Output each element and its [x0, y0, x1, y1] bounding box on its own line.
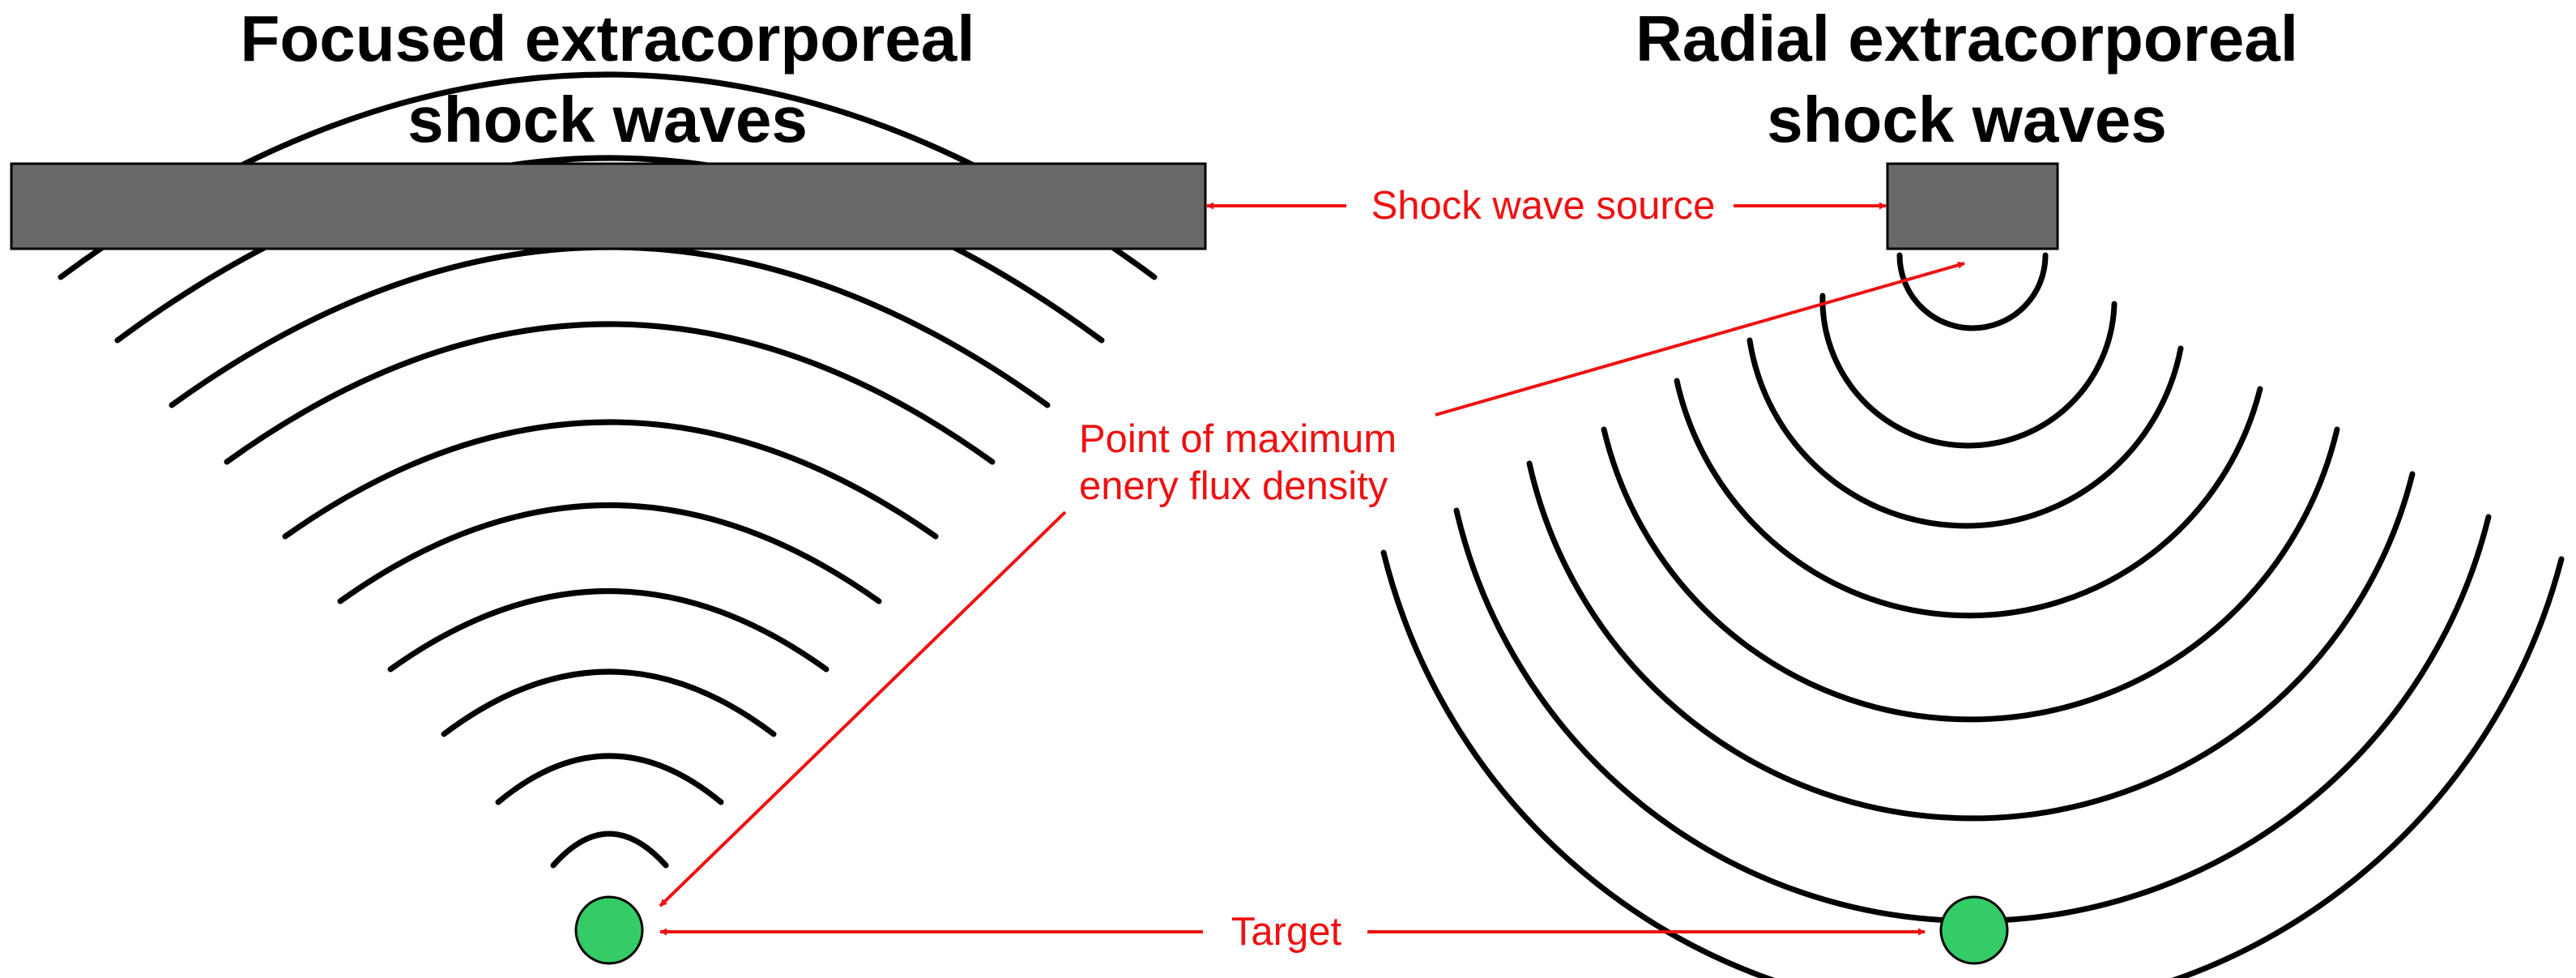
focused-wave-arc — [282, 419, 939, 540]
max-point-arrow-focused — [659, 510, 1067, 908]
focused-wave-arc — [550, 831, 669, 869]
focused-target-circle — [574, 895, 644, 965]
max-point-arrow-radial — [1435, 261, 1965, 416]
focused-title-line1: Focused extracorporeal — [241, 2, 975, 75]
radial-wave-arc — [1380, 549, 2565, 978]
radial-wave-arc — [1896, 252, 2049, 331]
source-label: Shock wave source — [1371, 184, 1716, 228]
radial-wave-arc — [1819, 293, 2118, 449]
radial-wave-arc — [1526, 460, 2416, 822]
radial-target-circle — [1939, 895, 2009, 965]
focused-source-bar — [10, 162, 1207, 250]
radial-wave-arc — [1601, 426, 2340, 723]
focused-wave-arc — [337, 502, 882, 604]
target-label: Target — [1231, 910, 1342, 954]
radial-wave-arc — [1674, 378, 2263, 619]
radial-title-line1: Radial extracorporeal — [1636, 2, 2298, 75]
radial-wave-arc — [1453, 507, 2492, 925]
radial-wave-group — [1380, 252, 2565, 978]
focused-wave-arc — [224, 321, 996, 465]
focused-title-line2: shock waves — [407, 83, 808, 156]
radial-wave-arc — [1746, 337, 2184, 529]
focused-wave-arc — [441, 668, 777, 737]
radial-source-block — [1886, 162, 2059, 250]
max-point-label-line1: Point of maximum — [1079, 417, 1397, 461]
radial-title-line2: shock waves — [1767, 83, 2167, 156]
focused-wave-arc — [495, 753, 724, 805]
focused-wave-arc — [387, 588, 830, 673]
max-point-label-line2: enery flux density — [1079, 464, 1388, 508]
